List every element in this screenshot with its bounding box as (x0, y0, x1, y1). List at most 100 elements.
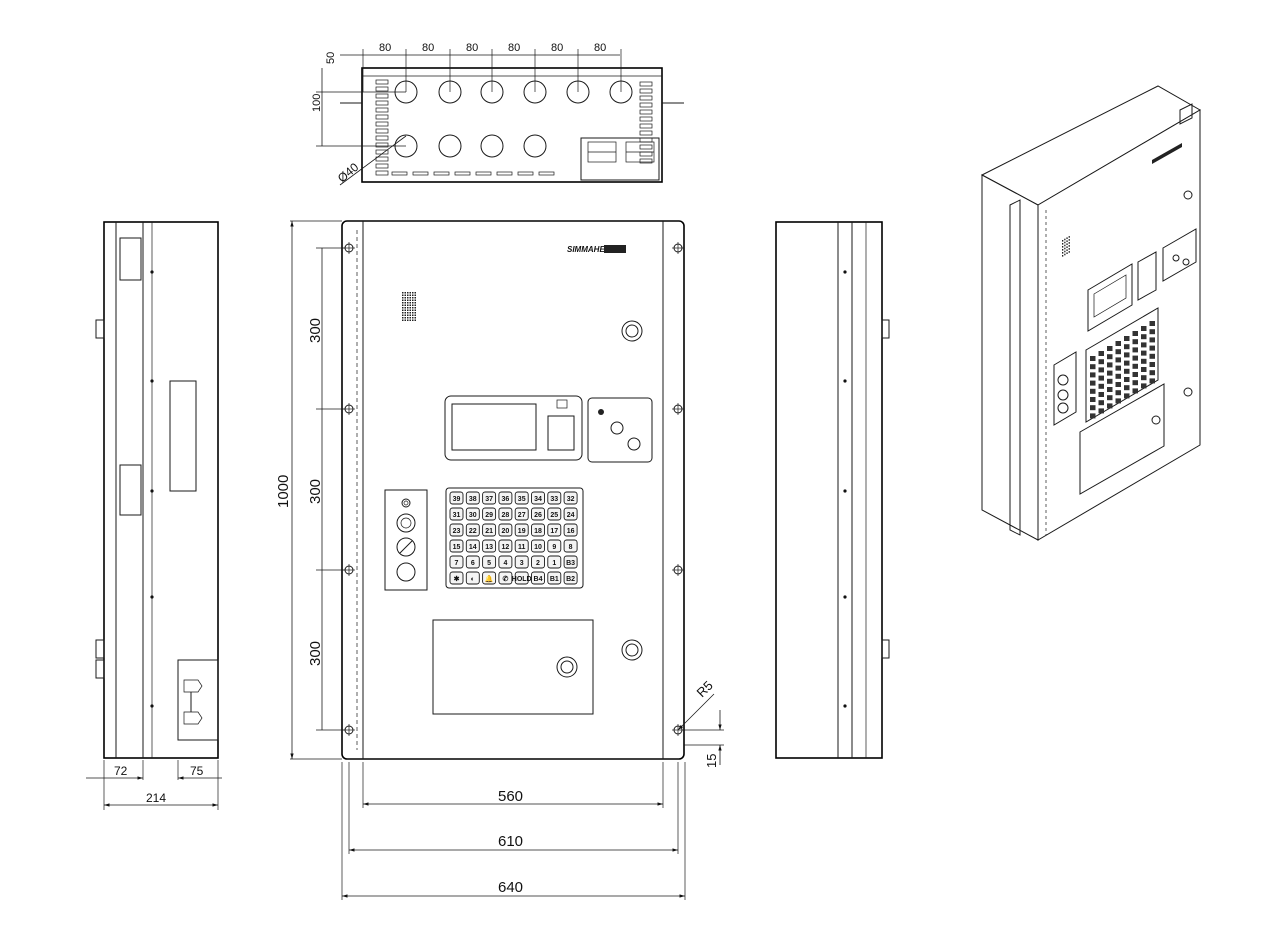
keypad-key[interactable]: 🔔 (482, 571, 497, 585)
keypad-key[interactable]: B4 (531, 571, 545, 585)
svg-text:33: 33 (550, 496, 558, 503)
keypad-key[interactable]: 19 (514, 523, 529, 537)
svg-text:✆: ✆ (502, 575, 508, 583)
svg-text:B1: B1 (550, 576, 559, 583)
keypad-key[interactable]: 25 (547, 507, 562, 521)
dim-hole-spacing: 80 (594, 42, 606, 54)
svg-text:38: 38 (469, 496, 477, 503)
keypad-key[interactable]: 34 (531, 491, 545, 505)
dim-pitch-2: 300 (307, 479, 324, 504)
front-plate (341, 220, 685, 760)
keypad-key[interactable]: 33 (547, 491, 562, 505)
keypad-key[interactable]: 37 (482, 491, 497, 505)
dim-hole-spacing: 80 (551, 42, 563, 54)
svg-text:17: 17 (550, 528, 558, 535)
keypad-key[interactable]: 11 (514, 539, 529, 553)
keypad-key[interactable]: 16 (563, 523, 578, 537)
keypad-key[interactable]: ✆ (498, 571, 513, 585)
keypad-key[interactable]: 21 (482, 523, 497, 537)
keypad-key[interactable]: 8 (563, 539, 578, 553)
keypad-key[interactable]: 2 (531, 555, 545, 569)
svg-text:20: 20 (502, 528, 510, 535)
svg-text:◐: ◐ (471, 576, 475, 583)
keypad-key[interactable]: 14 (465, 539, 480, 553)
keypad-key[interactable]: ◐ (465, 571, 480, 585)
keypad-key[interactable]: 38 (465, 491, 480, 505)
keypad-key[interactable]: 22 (465, 523, 480, 537)
keypad-key[interactable]: 30 (465, 507, 480, 521)
keypad-key[interactable]: 24 (563, 507, 578, 521)
dim-height: 1000 (275, 475, 292, 508)
svg-text:21: 21 (485, 528, 493, 535)
right-side-view (775, 221, 890, 759)
keypad-key[interactable]: 36 (498, 491, 513, 505)
display-panel (444, 395, 583, 461)
svg-text:24: 24 (567, 512, 575, 519)
bottom-slots (391, 171, 555, 176)
keypad-key[interactable]: B1 (547, 571, 562, 585)
svg-text:36: 36 (502, 496, 510, 503)
top-view-outline (361, 67, 663, 183)
keypad-key[interactable]: 18 (531, 523, 545, 537)
keypad-key[interactable]: 20 (498, 523, 513, 537)
svg-text:39: 39 (453, 496, 461, 503)
dim-depth-total: 214 (146, 791, 166, 805)
front-logo: SIMMAHE (567, 245, 605, 254)
svg-text:5: 5 (487, 560, 491, 567)
mounting-holes (343, 242, 684, 736)
svg-text:23: 23 (453, 528, 461, 535)
svg-text:3: 3 (520, 560, 524, 567)
dim-edge-offset: 15 (704, 754, 719, 768)
svg-text:28: 28 (502, 512, 510, 519)
keypad-key[interactable]: 13 (482, 539, 497, 553)
keypad-key[interactable]: 7 (449, 555, 464, 569)
connector-box (580, 137, 660, 181)
keypad-key[interactable]: 12 (498, 539, 513, 553)
svg-text:30: 30 (469, 512, 477, 519)
keypad-key[interactable]: 35 (514, 491, 529, 505)
keypad-key[interactable]: 29 (482, 507, 497, 521)
svg-text:4: 4 (503, 560, 507, 567)
keypad-key[interactable]: 6 (465, 555, 480, 569)
svg-text:26: 26 (534, 512, 542, 519)
keypad-key[interactable]: 17 (547, 523, 562, 537)
keypad-key[interactable]: HOLD (512, 571, 532, 585)
svg-text:🔔: 🔔 (485, 574, 494, 583)
svg-text:7: 7 (455, 560, 459, 567)
keypad-key[interactable]: 28 (498, 507, 513, 521)
keypad-key[interactable]: 5 (482, 555, 497, 569)
keypad-key[interactable]: 9 (547, 539, 562, 553)
keypad-key[interactable]: 10 (531, 539, 545, 553)
dim-hole-spacing: 80 (379, 42, 391, 54)
keypad-key[interactable]: 31 (449, 507, 464, 521)
keypad-key[interactable]: B3 (563, 555, 578, 569)
keypad-key[interactable]: 3 (514, 555, 529, 569)
left-side-view: 72 75 214 (86, 221, 222, 810)
keypad-key[interactable]: 15 (449, 539, 464, 553)
svg-text:25: 25 (550, 512, 558, 519)
card-reader-panel (587, 397, 653, 463)
keypad-key[interactable]: 4 (498, 555, 513, 569)
keypad-key[interactable]: 26 (531, 507, 545, 521)
keypad-key[interactable]: 39 (449, 491, 464, 505)
keypad-key[interactable]: B2 (563, 571, 578, 585)
keypad-key[interactable]: ✱ (449, 571, 464, 585)
keypad-key[interactable]: 27 (514, 507, 529, 521)
svg-text:B4: B4 (534, 576, 543, 583)
keypad-key[interactable]: 23 (449, 523, 464, 537)
keypad-key[interactable]: 32 (563, 491, 578, 505)
isometric-view (980, 85, 1201, 541)
svg-text:1: 1 (552, 560, 556, 567)
svg-text:2: 2 (536, 560, 540, 567)
svg-text:16: 16 (567, 528, 575, 535)
keypad-key[interactable]: 1 (547, 555, 562, 569)
svg-text:9: 9 (552, 544, 556, 551)
key-lock-icon (556, 320, 643, 678)
dim-pitch-3: 300 (307, 641, 324, 666)
svg-text:B3: B3 (566, 560, 575, 567)
dim-pitch-1: 300 (307, 318, 324, 343)
svg-text:8: 8 (569, 544, 573, 551)
svg-text:27: 27 (518, 512, 526, 519)
